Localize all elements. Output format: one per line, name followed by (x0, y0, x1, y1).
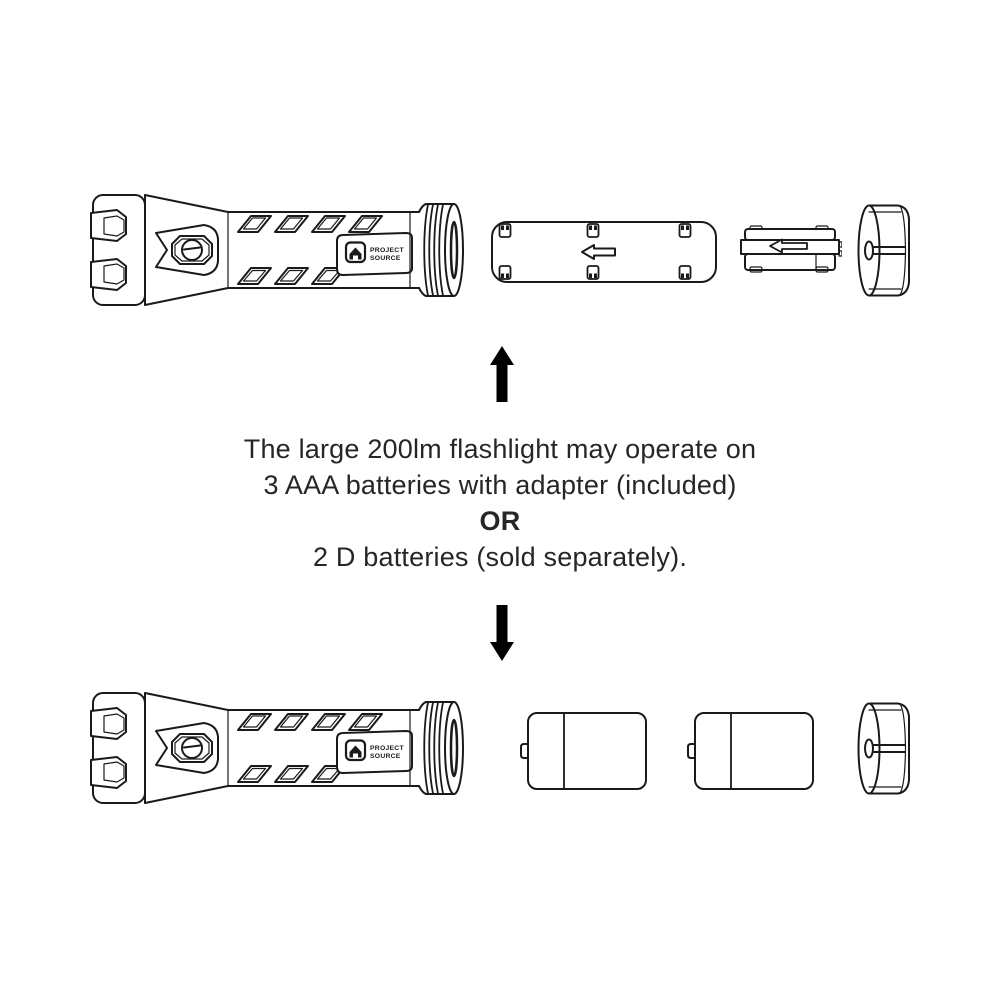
left-arrow-icon (769, 238, 808, 254)
up-arrow-icon (490, 346, 514, 402)
caption-or: OR (479, 506, 521, 536)
tail-cap-bottom-illustration (857, 702, 910, 795)
left-arrow-icon (581, 244, 616, 260)
caption-line-2: 3 AAA batteries with adapter (included) (263, 470, 737, 500)
caption-text: The large 200lm flashlight may operate o… (0, 431, 1000, 575)
caption-line-3: 2 D batteries (sold separately). (312, 542, 688, 572)
caption-line-1: The large 200lm flashlight may operate o… (243, 434, 757, 464)
battery-adapter-tube-illustration (491, 221, 717, 283)
flashlight-top-illustration (89, 193, 465, 307)
d-battery-2-illustration (687, 712, 814, 790)
tail-cap-top-illustration (857, 204, 910, 297)
aaa-battery-cartridge-illustration (740, 225, 842, 273)
down-arrow-icon (490, 605, 514, 661)
d-battery-1-illustration (520, 712, 647, 790)
flashlight-bottom-illustration (89, 691, 465, 805)
